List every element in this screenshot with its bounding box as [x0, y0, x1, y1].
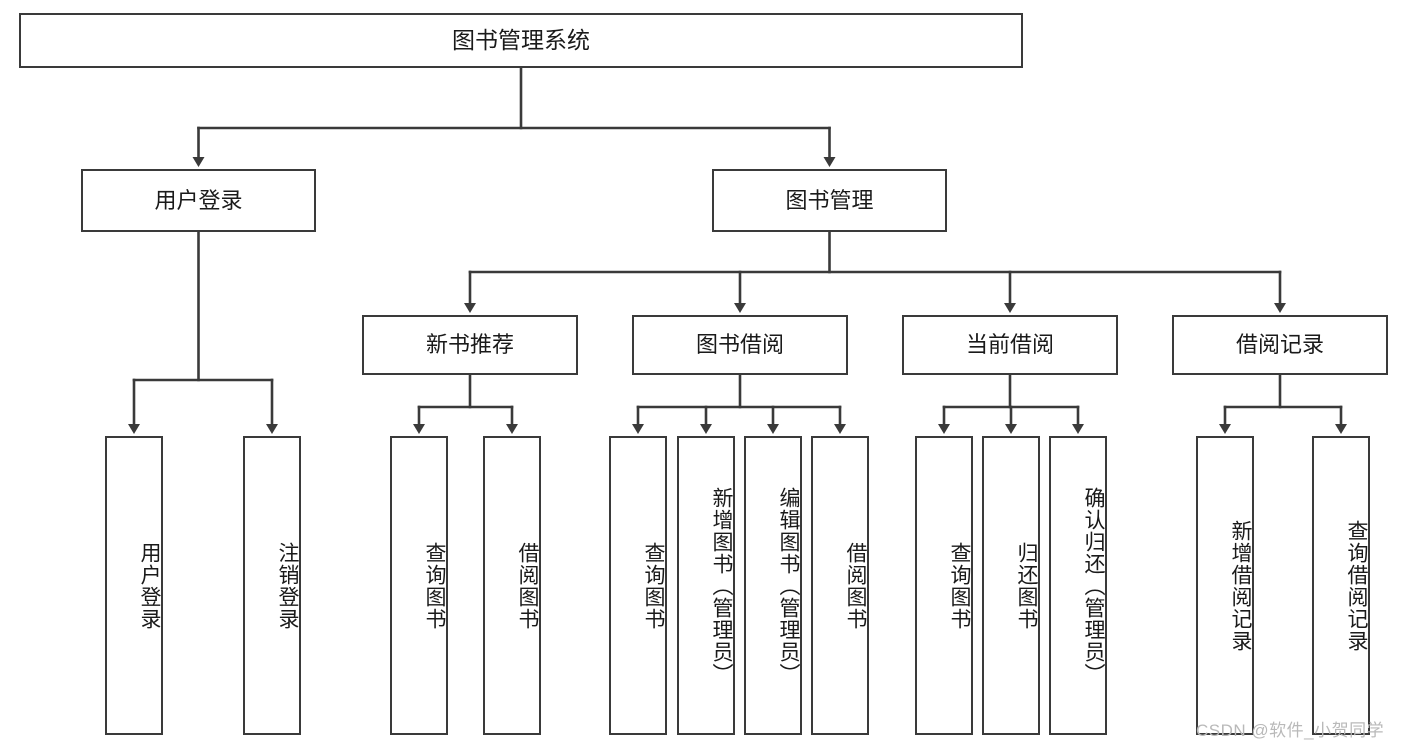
node-label: 查询图书	[423, 541, 446, 630]
node-label: 图书借阅	[695, 332, 784, 358]
node-label: 图书管理系统	[452, 26, 590, 53]
node-label: 图书管理	[785, 187, 874, 213]
node-label: 归还图书	[1015, 541, 1038, 630]
node-label: 借阅图书	[516, 541, 539, 630]
node-leaf-add-book[interactable]: 新增图书（管理员）	[677, 436, 735, 735]
node-borrow-record[interactable]: 借阅记录	[1172, 315, 1388, 375]
node-book-manage[interactable]: 图书管理	[712, 169, 947, 232]
node-book-borrow[interactable]: 图书借阅	[632, 315, 848, 375]
node-label: 当前借阅	[965, 332, 1054, 358]
node-leaf-add-record[interactable]: 新增借阅记录	[1196, 436, 1254, 735]
node-label: 借阅图书	[844, 541, 867, 630]
node-label: 编辑图书（管理员）	[777, 486, 800, 685]
node-leaf-confirm-return[interactable]: 确认归还（管理员）	[1049, 436, 1107, 735]
node-leaf-query-book-3[interactable]: 查询图书	[915, 436, 973, 735]
node-leaf-user-login[interactable]: 用户登录	[105, 436, 163, 735]
node-label: 新增借阅记录	[1229, 519, 1252, 652]
node-user-login[interactable]: 用户登录	[81, 169, 316, 232]
node-root[interactable]: 图书管理系统	[19, 13, 1023, 68]
node-label: 借阅记录	[1235, 332, 1324, 358]
node-label: 查询图书	[642, 541, 665, 630]
csdn-watermark: CSDN @软件_小贺同学	[1196, 721, 1385, 740]
node-label: 用户登录	[154, 187, 243, 213]
node-leaf-borrow-book-1[interactable]: 借阅图书	[483, 436, 541, 735]
node-label: 查询图书	[948, 541, 971, 630]
node-label: 用户登录	[138, 541, 161, 630]
node-leaf-query-record[interactable]: 查询借阅记录	[1312, 436, 1370, 735]
node-label: 查询借阅记录	[1345, 519, 1368, 652]
node-current-borrow[interactable]: 当前借阅	[902, 315, 1118, 375]
node-leaf-query-book-1[interactable]: 查询图书	[390, 436, 448, 735]
node-label: 新增图书（管理员）	[710, 486, 733, 685]
node-leaf-borrow-book-2[interactable]: 借阅图书	[811, 436, 869, 735]
node-leaf-logout[interactable]: 注销登录	[243, 436, 301, 735]
node-label: 确认归还（管理员）	[1082, 486, 1105, 685]
node-new-book-recommend[interactable]: 新书推荐	[362, 315, 578, 375]
node-leaf-query-book-2[interactable]: 查询图书	[609, 436, 667, 735]
node-leaf-return-book[interactable]: 归还图书	[982, 436, 1040, 735]
node-label: 新书推荐	[425, 332, 514, 358]
node-leaf-edit-book[interactable]: 编辑图书（管理员）	[744, 436, 802, 735]
node-label: 注销登录	[276, 541, 299, 630]
